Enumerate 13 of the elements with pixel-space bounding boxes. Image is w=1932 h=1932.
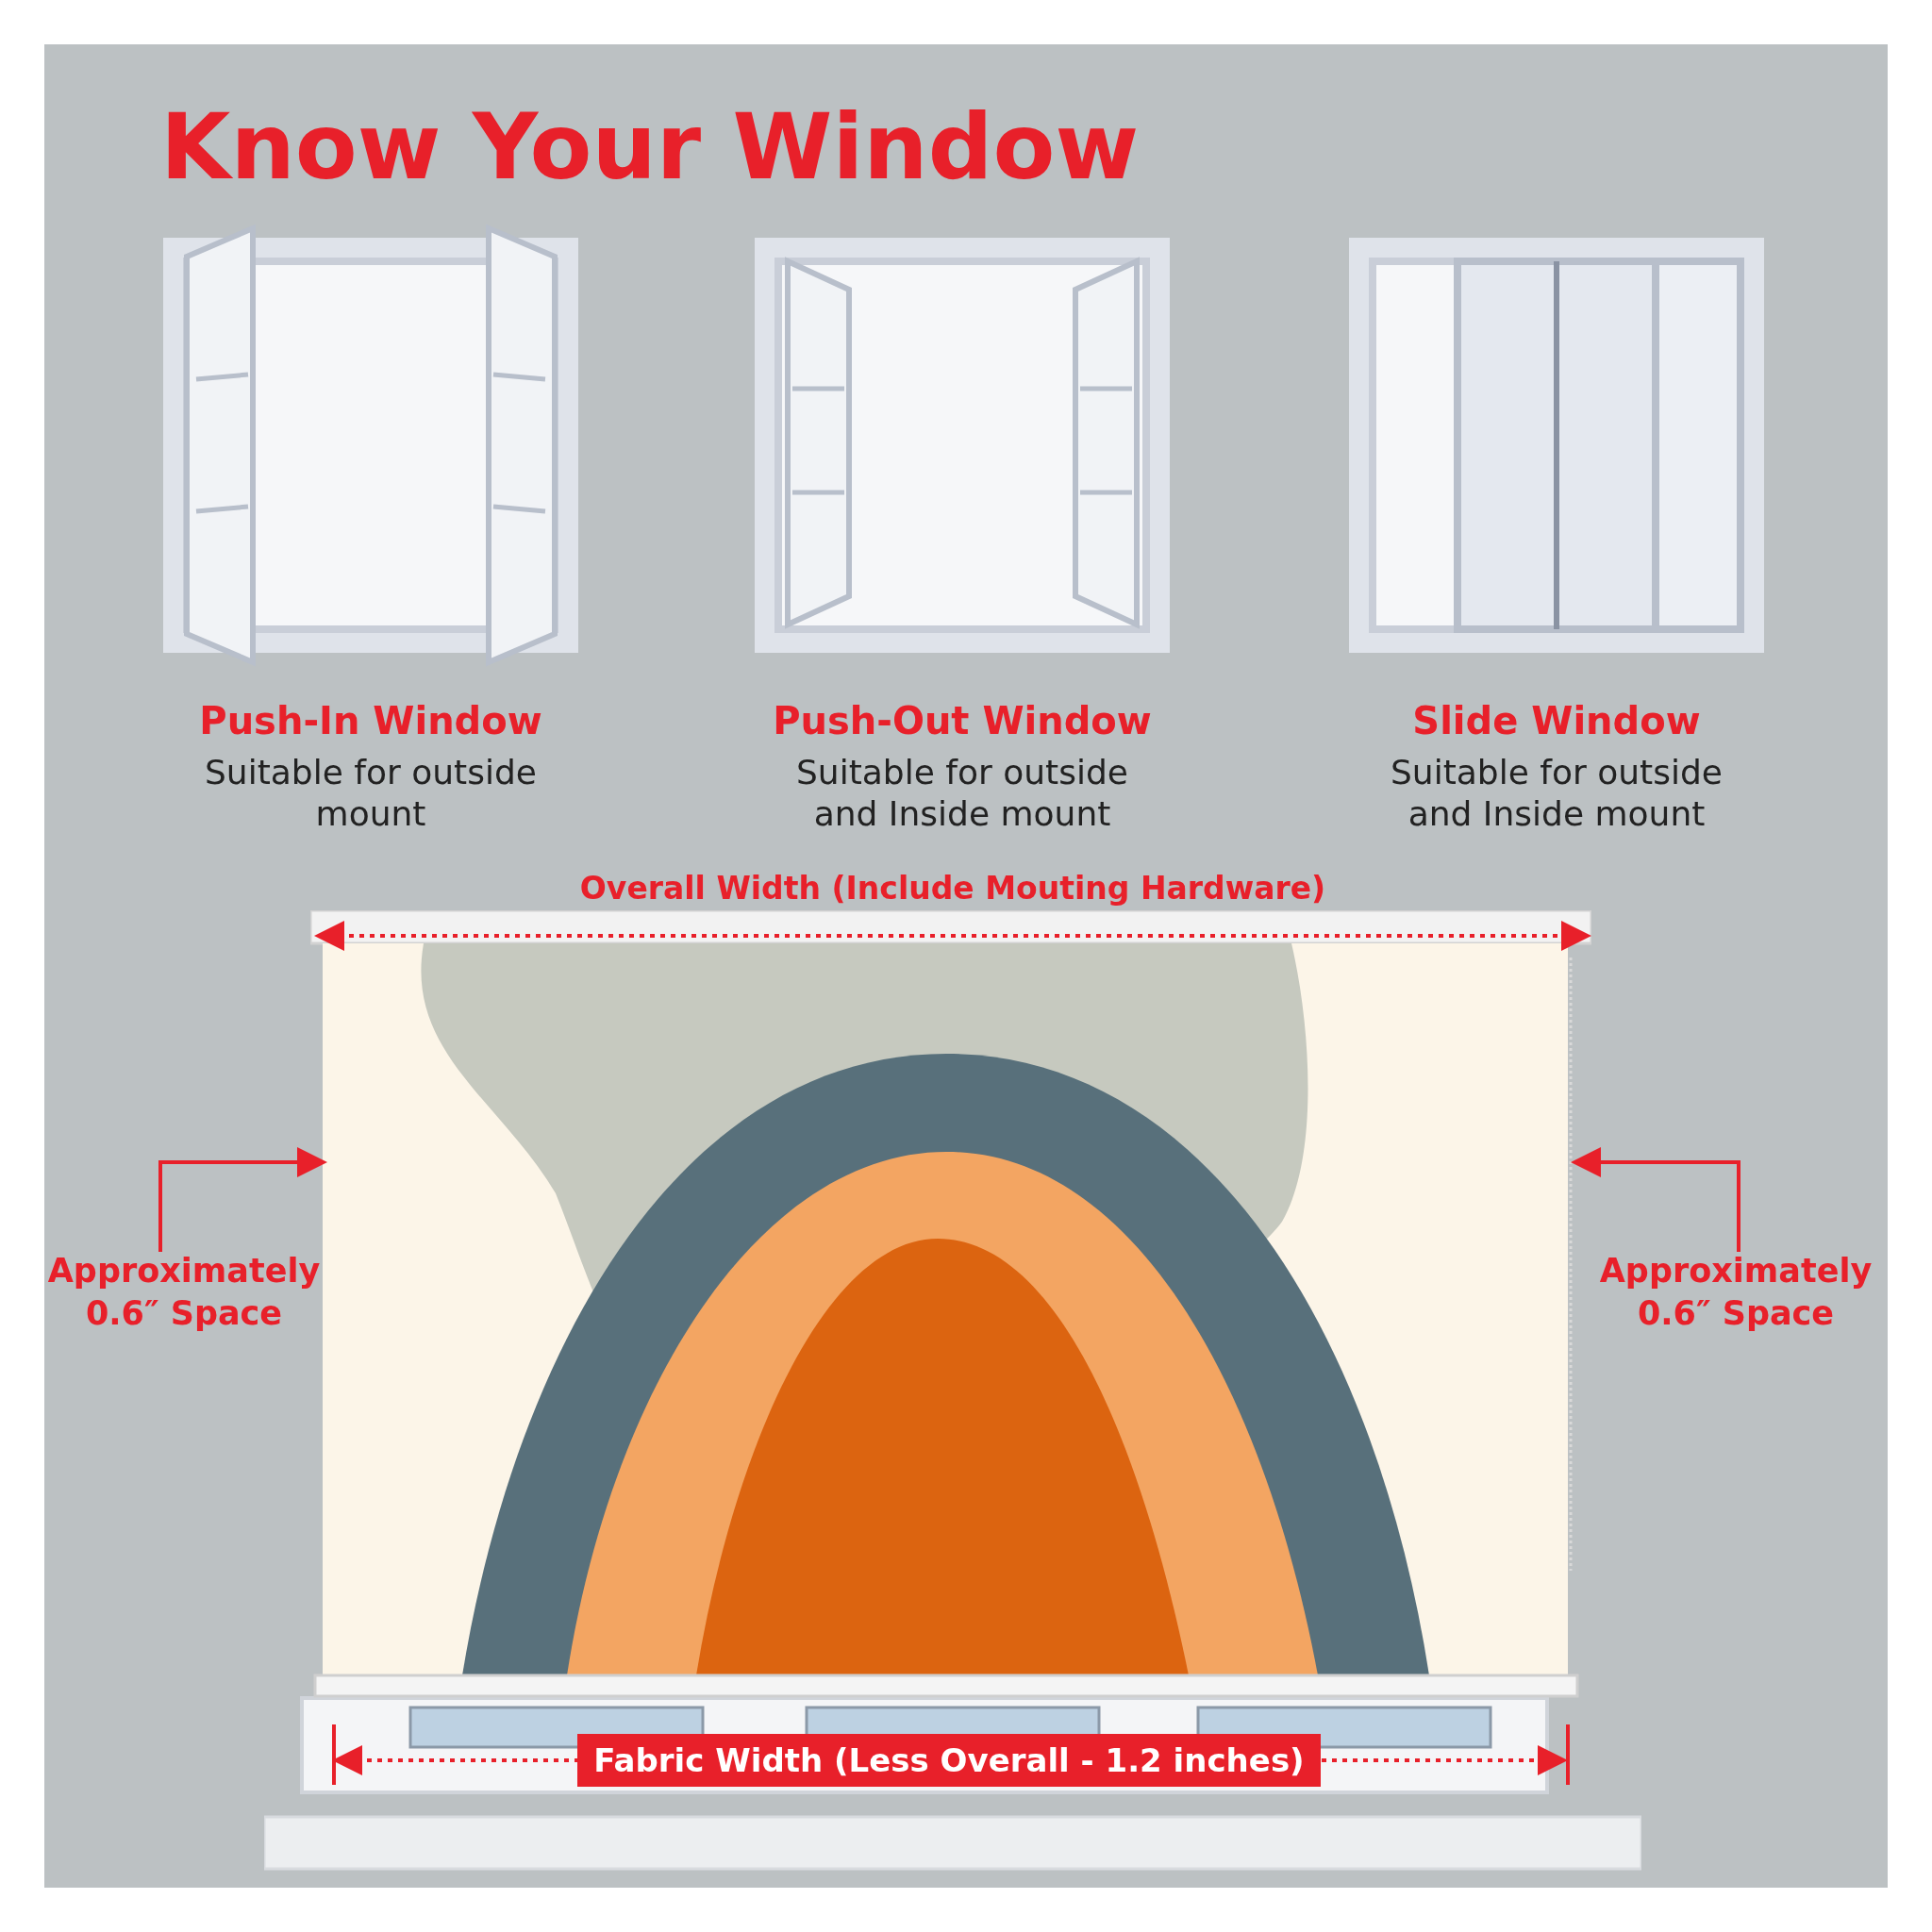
dimension-label: Overall Width (Include Mouting Hardware) xyxy=(578,870,1327,907)
callout-label: Approximately 0.6″ Space xyxy=(1598,1251,1874,1334)
mount-note: Suitable for outside and Inside mount xyxy=(795,752,1129,835)
leader-arrow xyxy=(1571,1147,1740,1252)
dimension-label: Fabric Width (Less Overall - 1.2 inches) xyxy=(577,1734,1321,1787)
mount-note: Suitable for outside and Inside mount xyxy=(1390,752,1724,835)
mount-note: Suitable for outside mount xyxy=(204,752,538,835)
leader-arrow xyxy=(158,1147,327,1252)
callout-label: Approximately 0.6″ Space xyxy=(47,1251,321,1334)
window-type-heading: Push-In Window xyxy=(198,700,543,741)
title: Know Your Window xyxy=(160,94,1140,200)
window-type-heading: Push-Out Window xyxy=(772,700,1153,741)
window-type-heading: Slide Window xyxy=(1411,700,1702,741)
